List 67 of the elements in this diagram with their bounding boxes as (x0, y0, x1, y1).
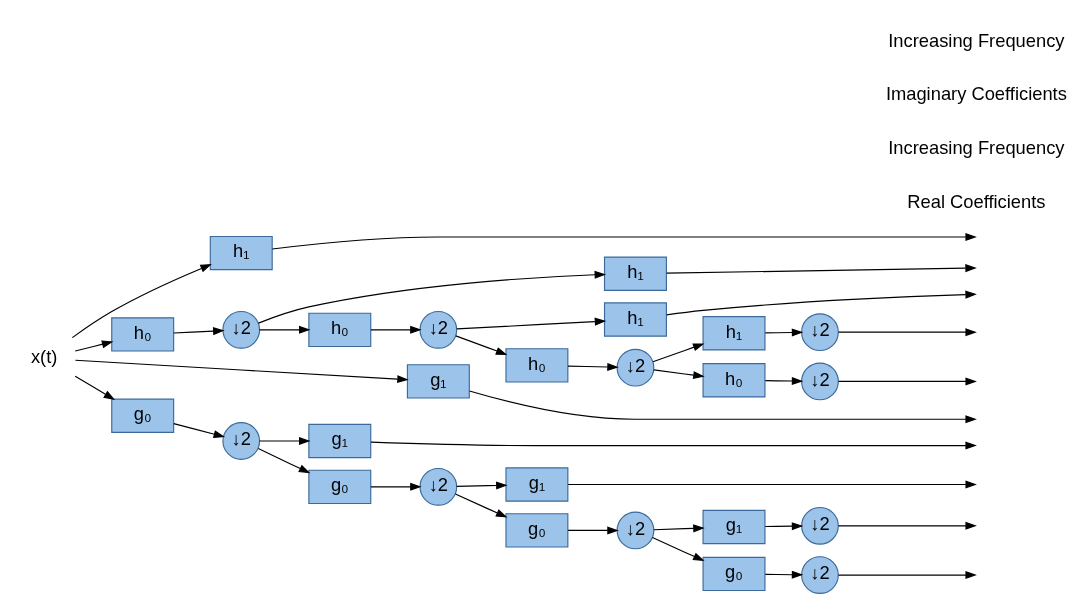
arrow (455, 334, 508, 355)
arrow (259, 325, 311, 334)
arrow (653, 368, 705, 379)
arrow (567, 480, 977, 489)
arrow (456, 317, 607, 329)
arrow (652, 342, 705, 362)
arrow (257, 447, 311, 473)
label: Increasing Frequency (888, 29, 1065, 51)
node-box: g₀ (308, 469, 372, 504)
arrow (173, 422, 226, 438)
node-box: g₁ (702, 509, 766, 544)
node-circle: ↓2 (419, 310, 458, 349)
node-box: h₁ (209, 235, 273, 270)
arrow (454, 492, 508, 518)
arrow (370, 441, 977, 450)
arrow (764, 570, 804, 579)
node-box: h₀ (702, 362, 766, 397)
node-box: g₁ (406, 363, 470, 399)
node-box: h₁ (603, 256, 667, 291)
node-circle: ↓2 (419, 467, 458, 506)
arrow (468, 389, 977, 423)
arrow (71, 263, 212, 338)
arrow (257, 270, 607, 324)
node-box: g₁ (505, 466, 569, 502)
label: Imaginary Coefficients (885, 82, 1067, 104)
arrow (764, 521, 804, 530)
arrow (666, 290, 977, 315)
node-box: h₁ (603, 301, 667, 337)
node-circle: ↓2 (616, 510, 655, 549)
arrow (173, 326, 225, 335)
arrow (370, 325, 422, 334)
node-box: h₀ (308, 312, 372, 347)
arrow (74, 375, 116, 400)
arrow (837, 521, 977, 530)
node-box: h₁ (702, 315, 766, 350)
node-circle: ↓2 (801, 555, 839, 594)
node-circle: ↓2 (222, 421, 261, 460)
arrow (271, 232, 977, 250)
node-box: g₀ (702, 556, 766, 591)
node-box: g₀ (111, 398, 175, 433)
arrow (837, 376, 977, 385)
arrow (837, 327, 977, 336)
arrow (651, 536, 705, 561)
arrow (567, 362, 619, 371)
arrow (764, 376, 804, 385)
arrow (837, 570, 977, 579)
node-circle: ↓2 (222, 310, 261, 349)
label: Real Coefficients (907, 190, 1046, 212)
arrow (259, 436, 311, 445)
arrow (370, 482, 422, 491)
node-circle: ↓2 (801, 506, 839, 545)
arrow (653, 523, 705, 532)
node-text: x(t) (30, 345, 58, 367)
arrow (764, 328, 804, 337)
arrow (567, 525, 619, 534)
node-box: h₀ (111, 316, 175, 352)
arrow (456, 480, 508, 489)
node-box: h₀ (505, 347, 569, 383)
node-circle: ↓2 (801, 362, 839, 400)
node-circle: ↓2 (616, 348, 655, 387)
node-circle: ↓2 (801, 312, 839, 351)
node-box: g₀ (505, 512, 569, 548)
label: Increasing Frequency (888, 136, 1065, 158)
arrow (74, 339, 114, 352)
arrow (74, 359, 409, 383)
arrow (666, 263, 977, 274)
node-box: g₁ (308, 423, 372, 458)
